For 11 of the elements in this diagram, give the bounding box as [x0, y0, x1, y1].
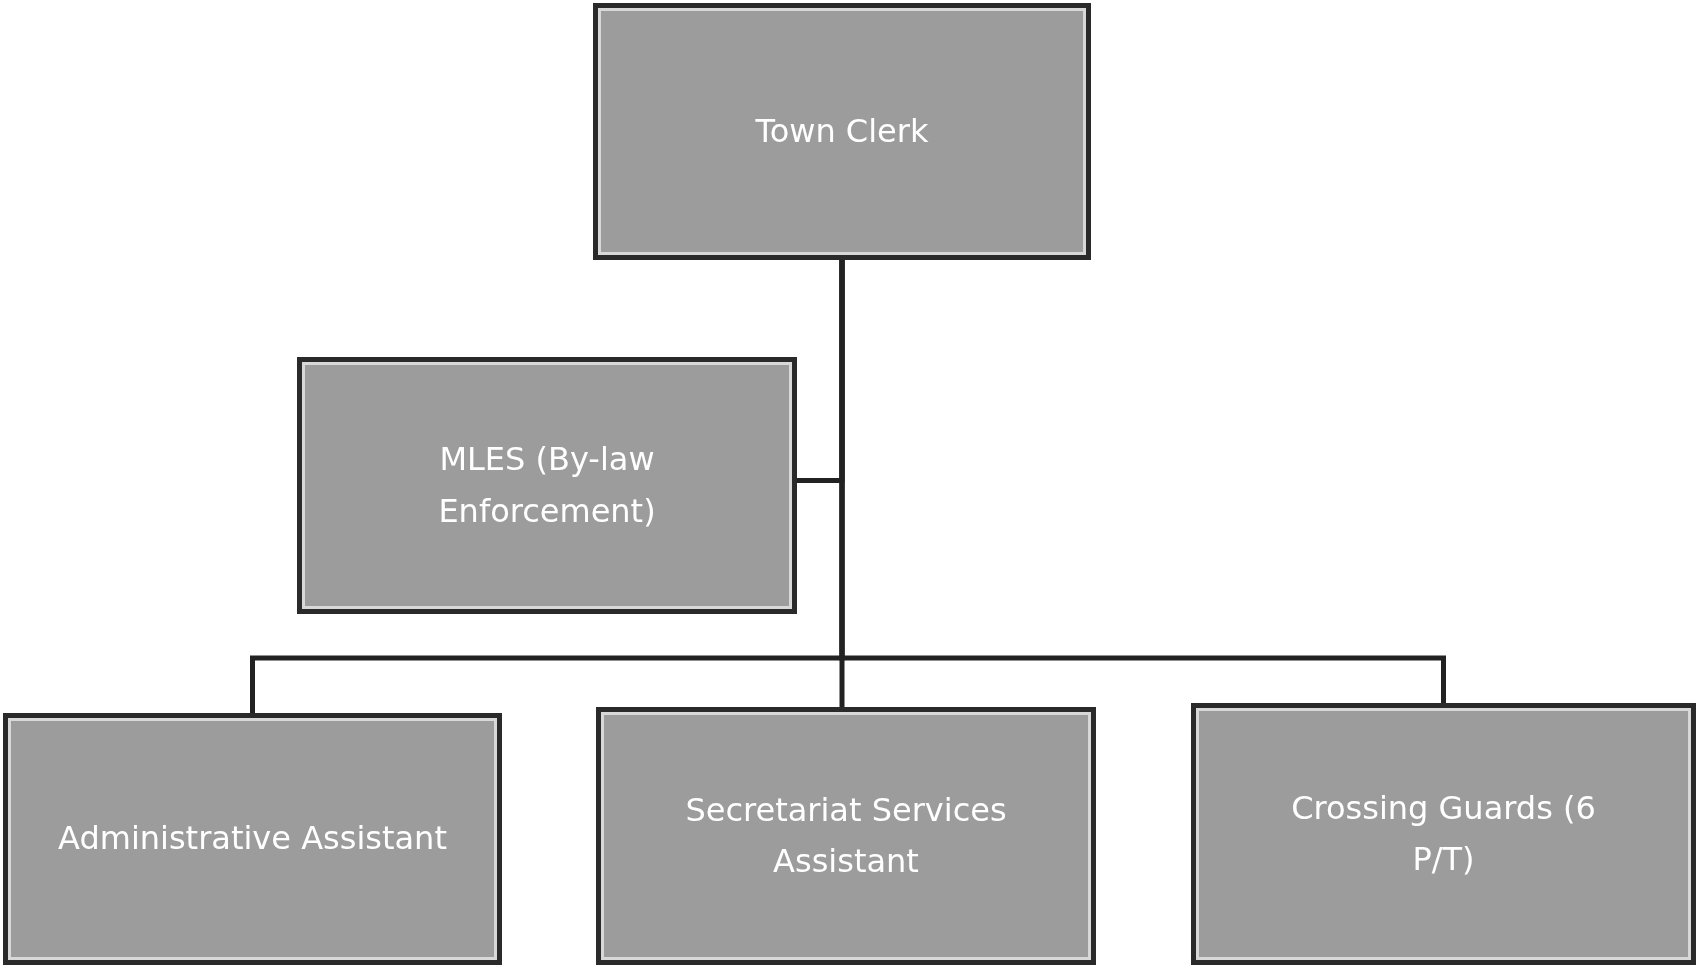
position-title: Crossing Guards (6 P/T)	[1290, 787, 1597, 880]
position-title: MLES (By-law Enforcement)	[437, 439, 657, 532]
position-box	[1191, 703, 1696, 965]
position-title: Administrative Assistant	[58, 818, 447, 860]
connector-line	[839, 260, 1446, 703]
position-box	[297, 357, 797, 614]
position-title: Town Clerk	[755, 110, 929, 152]
position-box	[3, 713, 502, 965]
position-title: Secretariat Services Assistant	[684, 789, 1008, 882]
position-box	[593, 3, 1091, 260]
position-box	[596, 707, 1096, 965]
